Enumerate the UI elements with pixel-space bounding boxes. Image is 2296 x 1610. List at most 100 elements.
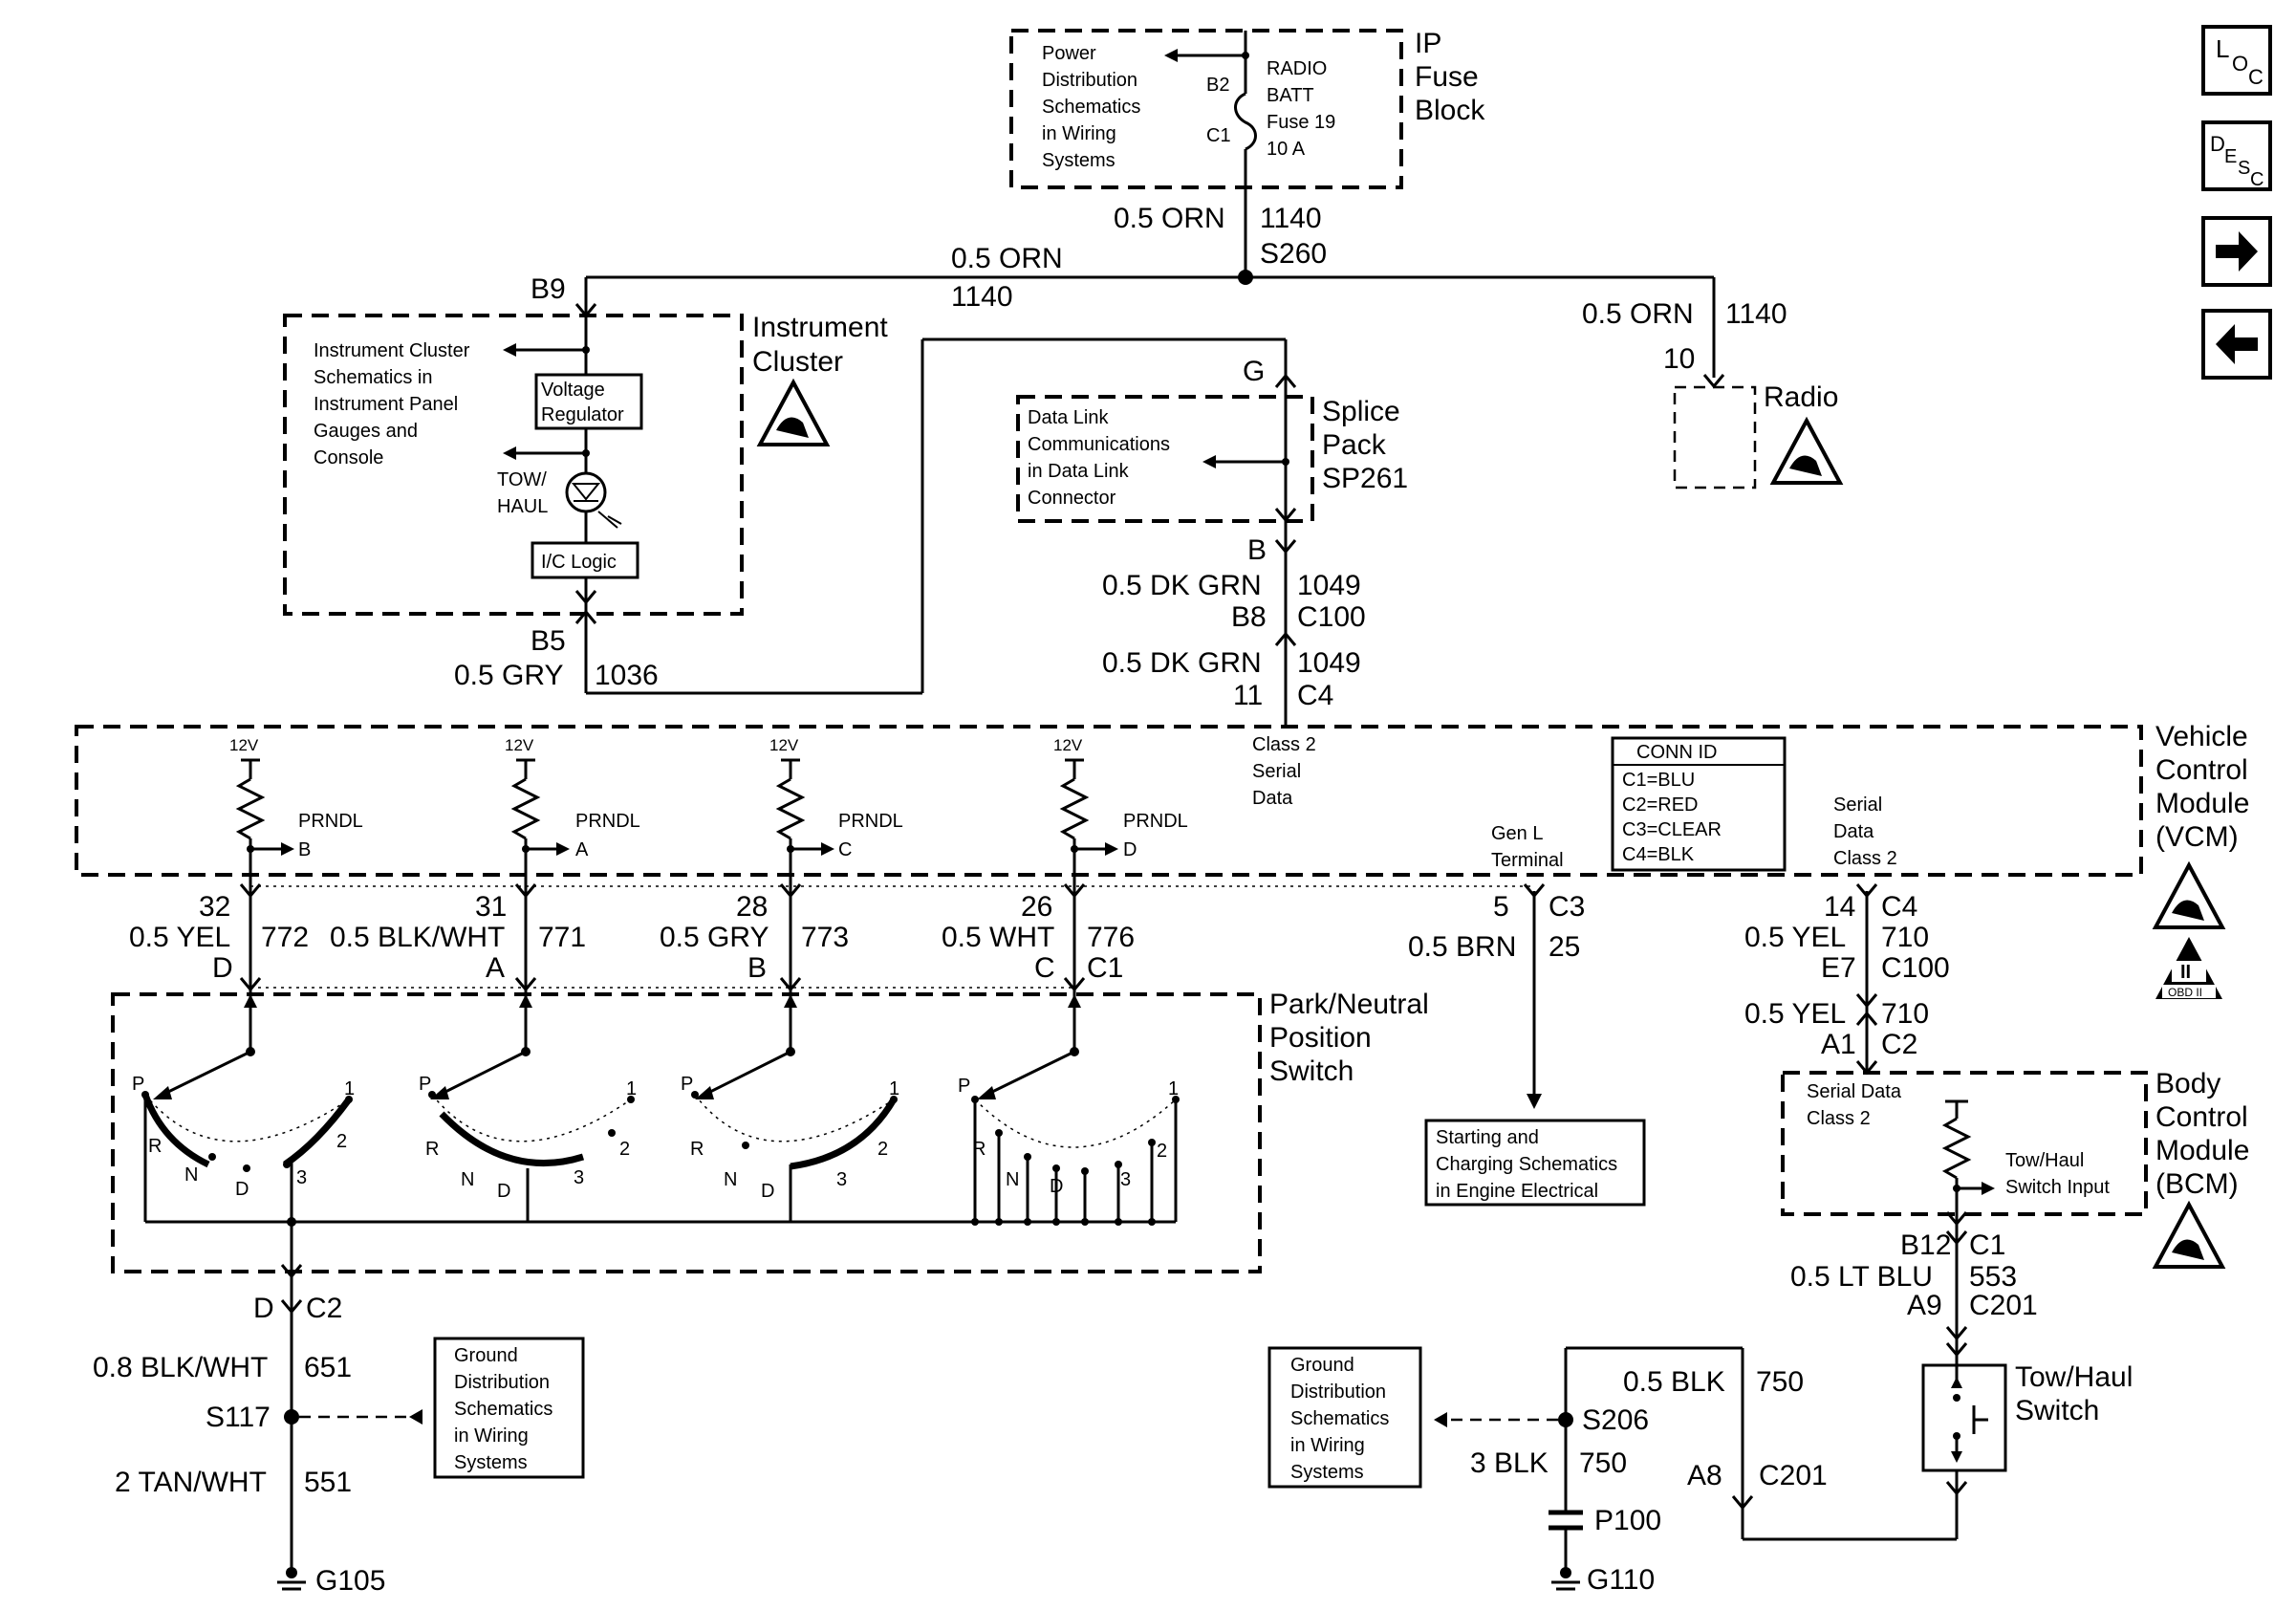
bolt-icon — [1549, 1510, 1583, 1531]
svg-text:D: D — [1050, 1176, 1063, 1197]
svg-text:Instrument: Instrument — [752, 312, 888, 343]
svg-text:Communications: Communications — [1028, 434, 1170, 455]
svg-text:II: II — [2180, 962, 2191, 983]
svg-text:2: 2 — [619, 1139, 630, 1160]
svg-text:C1=BLU: C1=BLU — [1622, 770, 1695, 791]
svg-text:C1: C1 — [1206, 125, 1231, 146]
svg-text:0.5 ORN: 0.5 ORN — [1582, 298, 1694, 330]
svg-text:Gen L: Gen L — [1491, 823, 1543, 844]
svg-text:C1: C1 — [1087, 952, 1123, 984]
svg-text:C1: C1 — [1969, 1229, 2005, 1261]
svg-text:IP: IP — [1415, 28, 1441, 59]
svg-text:651: 651 — [304, 1352, 352, 1383]
svg-text:Schematics: Schematics — [1290, 1408, 1389, 1429]
arrow-left-icon — [2216, 324, 2258, 364]
svg-text:R: R — [148, 1136, 162, 1157]
svg-text:in Engine Electrical: in Engine Electrical — [1436, 1181, 1598, 1202]
svg-text:Data Link: Data Link — [1028, 407, 1109, 428]
svg-text:Module: Module — [2155, 788, 2249, 819]
svg-text:Schematics: Schematics — [1042, 97, 1140, 118]
svg-text:OBD II: OBD II — [2168, 986, 2202, 999]
svg-text:0.5 BLK: 0.5 BLK — [1623, 1366, 1725, 1398]
desc-button[interactable]: D E S C — [2201, 120, 2272, 191]
svg-text:1: 1 — [344, 1078, 355, 1099]
loc-button[interactable]: L O C — [2201, 25, 2272, 96]
svg-text:12V: 12V — [505, 736, 534, 754]
svg-text:C3: C3 — [1549, 891, 1585, 923]
svg-text:2: 2 — [336, 1131, 347, 1152]
svg-text:Regulator: Regulator — [541, 404, 624, 425]
svg-text:Systems: Systems — [1290, 1462, 1364, 1483]
svg-text:0.5 YEL: 0.5 YEL — [129, 922, 230, 953]
svg-text:1: 1 — [1168, 1078, 1179, 1099]
svg-text:C: C — [1034, 952, 1055, 984]
svg-text:0.5 DK GRN: 0.5 DK GRN — [1102, 647, 1262, 679]
prndl-harness: 32 0.5 YEL 772 D 31 0.5 BLK/WHT 771 A 28… — [129, 883, 1534, 994]
svg-text:0.5 GRY: 0.5 GRY — [660, 922, 769, 953]
svg-text:1: 1 — [889, 1078, 899, 1099]
svg-text:1140: 1140 — [951, 281, 1013, 313]
svg-text:S117: S117 — [206, 1402, 271, 1433]
svg-text:10 A: 10 A — [1267, 139, 1306, 160]
svg-text:C: C — [2248, 65, 2264, 89]
svg-text:C3=CLEAR: C3=CLEAR — [1622, 819, 1722, 840]
svg-text:PRNDL: PRNDL — [575, 811, 640, 832]
svg-text:Switch: Switch — [1269, 1055, 1354, 1087]
svg-text:Class 2: Class 2 — [1252, 734, 1316, 755]
esd-icon — [1769, 416, 1844, 485]
svg-text:Vehicle: Vehicle — [2155, 721, 2248, 752]
svg-text:Module: Module — [2155, 1135, 2249, 1166]
svg-text:C100: C100 — [1297, 601, 1366, 633]
radio: Radio — [1673, 381, 1844, 490]
svg-text:C201: C201 — [1759, 1460, 1828, 1491]
svg-text:D: D — [761, 1181, 774, 1202]
svg-text:31: 31 — [475, 891, 507, 923]
svg-text:26: 26 — [1021, 891, 1052, 923]
svg-text:C4: C4 — [1881, 891, 1917, 923]
park-neutral-position-switch: Park/Neutral Position Switch P R N — [111, 989, 1429, 1281]
next-page-button[interactable] — [2201, 216, 2272, 287]
svg-text:1049: 1049 — [1297, 570, 1361, 601]
svg-text:0.5 GRY: 0.5 GRY — [454, 660, 564, 691]
svg-text:1049: 1049 — [1297, 647, 1361, 679]
svg-text:Console: Console — [314, 447, 383, 468]
svg-text:Tow/Haul: Tow/Haul — [2015, 1361, 2133, 1393]
obd-ii-icon: II OBD II — [2155, 937, 2222, 999]
esd-icon — [756, 378, 831, 446]
svg-text:776: 776 — [1087, 922, 1135, 953]
svg-text:25: 25 — [1549, 931, 1580, 963]
prev-page-button[interactable] — [2201, 309, 2272, 380]
svg-text:0.5 DK GRN: 0.5 DK GRN — [1102, 570, 1262, 601]
gen-l-circuit: 5 C3 0.5 BRN 25 Starting and Charging Sc… — [1408, 883, 1646, 1207]
svg-text:CONN ID: CONN ID — [1636, 742, 1717, 763]
svg-text:771: 771 — [538, 922, 586, 953]
tow-haul-switch: Tow/Haul Switch A8 C201 — [1687, 1348, 2133, 1541]
svg-text:710: 710 — [1881, 998, 1929, 1030]
svg-text:D: D — [235, 1179, 249, 1200]
svg-text:1036: 1036 — [595, 660, 659, 691]
svg-text:P: P — [132, 1074, 144, 1095]
svg-text:553: 553 — [1969, 1261, 2017, 1293]
svg-text:10: 10 — [1663, 343, 1695, 375]
svg-text:772: 772 — [261, 922, 309, 953]
svg-text:B: B — [298, 839, 311, 860]
svg-text:0.5 LT BLU: 0.5 LT BLU — [1790, 1261, 1933, 1293]
svg-text:B9: B9 — [531, 273, 566, 305]
svg-text:0.5 YEL: 0.5 YEL — [1744, 998, 1846, 1030]
vcm-module: Vehicle Control Module (VCM) II OBD II C… — [75, 721, 2249, 999]
svg-text:Schematics: Schematics — [454, 1399, 552, 1420]
svg-text:Terminal: Terminal — [1491, 850, 1564, 871]
battery-feed: 0.5 ORN 1140 S260 0.5 ORN 1140 B9 0.5 OR… — [531, 187, 1787, 389]
svg-text:SP261: SP261 — [1322, 463, 1408, 494]
svg-text:Class 2: Class 2 — [1833, 848, 1897, 869]
svg-text:Gauges and: Gauges and — [314, 421, 418, 442]
svg-text:C2: C2 — [306, 1293, 342, 1324]
svg-text:HAUL: HAUL — [497, 496, 548, 517]
svg-text:BATT: BATT — [1267, 85, 1314, 106]
conn-id-table: CONN ID C1=BLU C2=RED C3=CLEAR C4=BLK — [1611, 736, 1787, 872]
svg-text:773: 773 — [801, 922, 849, 953]
svg-text:N: N — [461, 1169, 474, 1190]
svg-text:A: A — [486, 952, 505, 984]
svg-text:Connector: Connector — [1028, 488, 1116, 509]
